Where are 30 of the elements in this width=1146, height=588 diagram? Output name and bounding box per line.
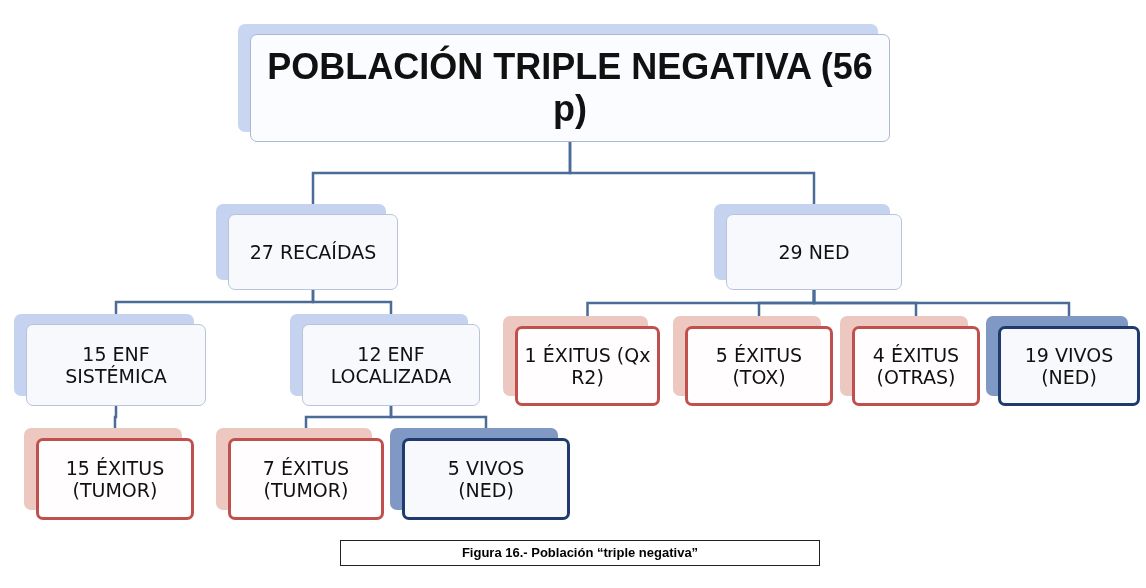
node-box [228,214,398,290]
node-box [402,438,570,520]
node-box [515,326,660,406]
title-box [250,34,890,142]
node-box [36,438,194,520]
node-label: 27 RECAÍDAS [248,241,378,263]
figure-caption: Figura 16.- Población “triple negativa” [340,540,820,566]
node-label: 5 ÉXITUS (TOX) [714,344,804,388]
node-label: 12 ENF LOCALIZADA [329,343,453,387]
node-label: POBLACIÓN TRIPLE NEGATIVA (56 p) [266,46,874,130]
node-box [726,214,902,290]
node-label: 29 NED [777,241,851,263]
node-label: 19 VIVOS (NED) [1023,344,1115,388]
node-box [26,324,206,406]
connector-line [568,142,816,204]
node-label: 5 VIVOS (NED) [446,457,526,501]
node-box [998,326,1140,406]
connector-line [812,290,1071,316]
node-label: 7 ÉXITUS (TUMOR) [261,457,351,501]
node-box [302,324,480,406]
node-label: 15 ENF SISTÉMICA [64,343,168,387]
node-box [852,326,980,406]
connector-line [389,406,488,428]
node-label: 1 ÉXITUS (Qx R2) [523,344,652,388]
connector-line [311,290,393,314]
node-box [228,438,384,520]
node-label: 15 ÉXITUS (TUMOR) [64,457,166,501]
connector-line [113,406,118,428]
node-label: 4 ÉXITUS (OTRAS) [871,344,961,388]
node-box [685,326,833,406]
